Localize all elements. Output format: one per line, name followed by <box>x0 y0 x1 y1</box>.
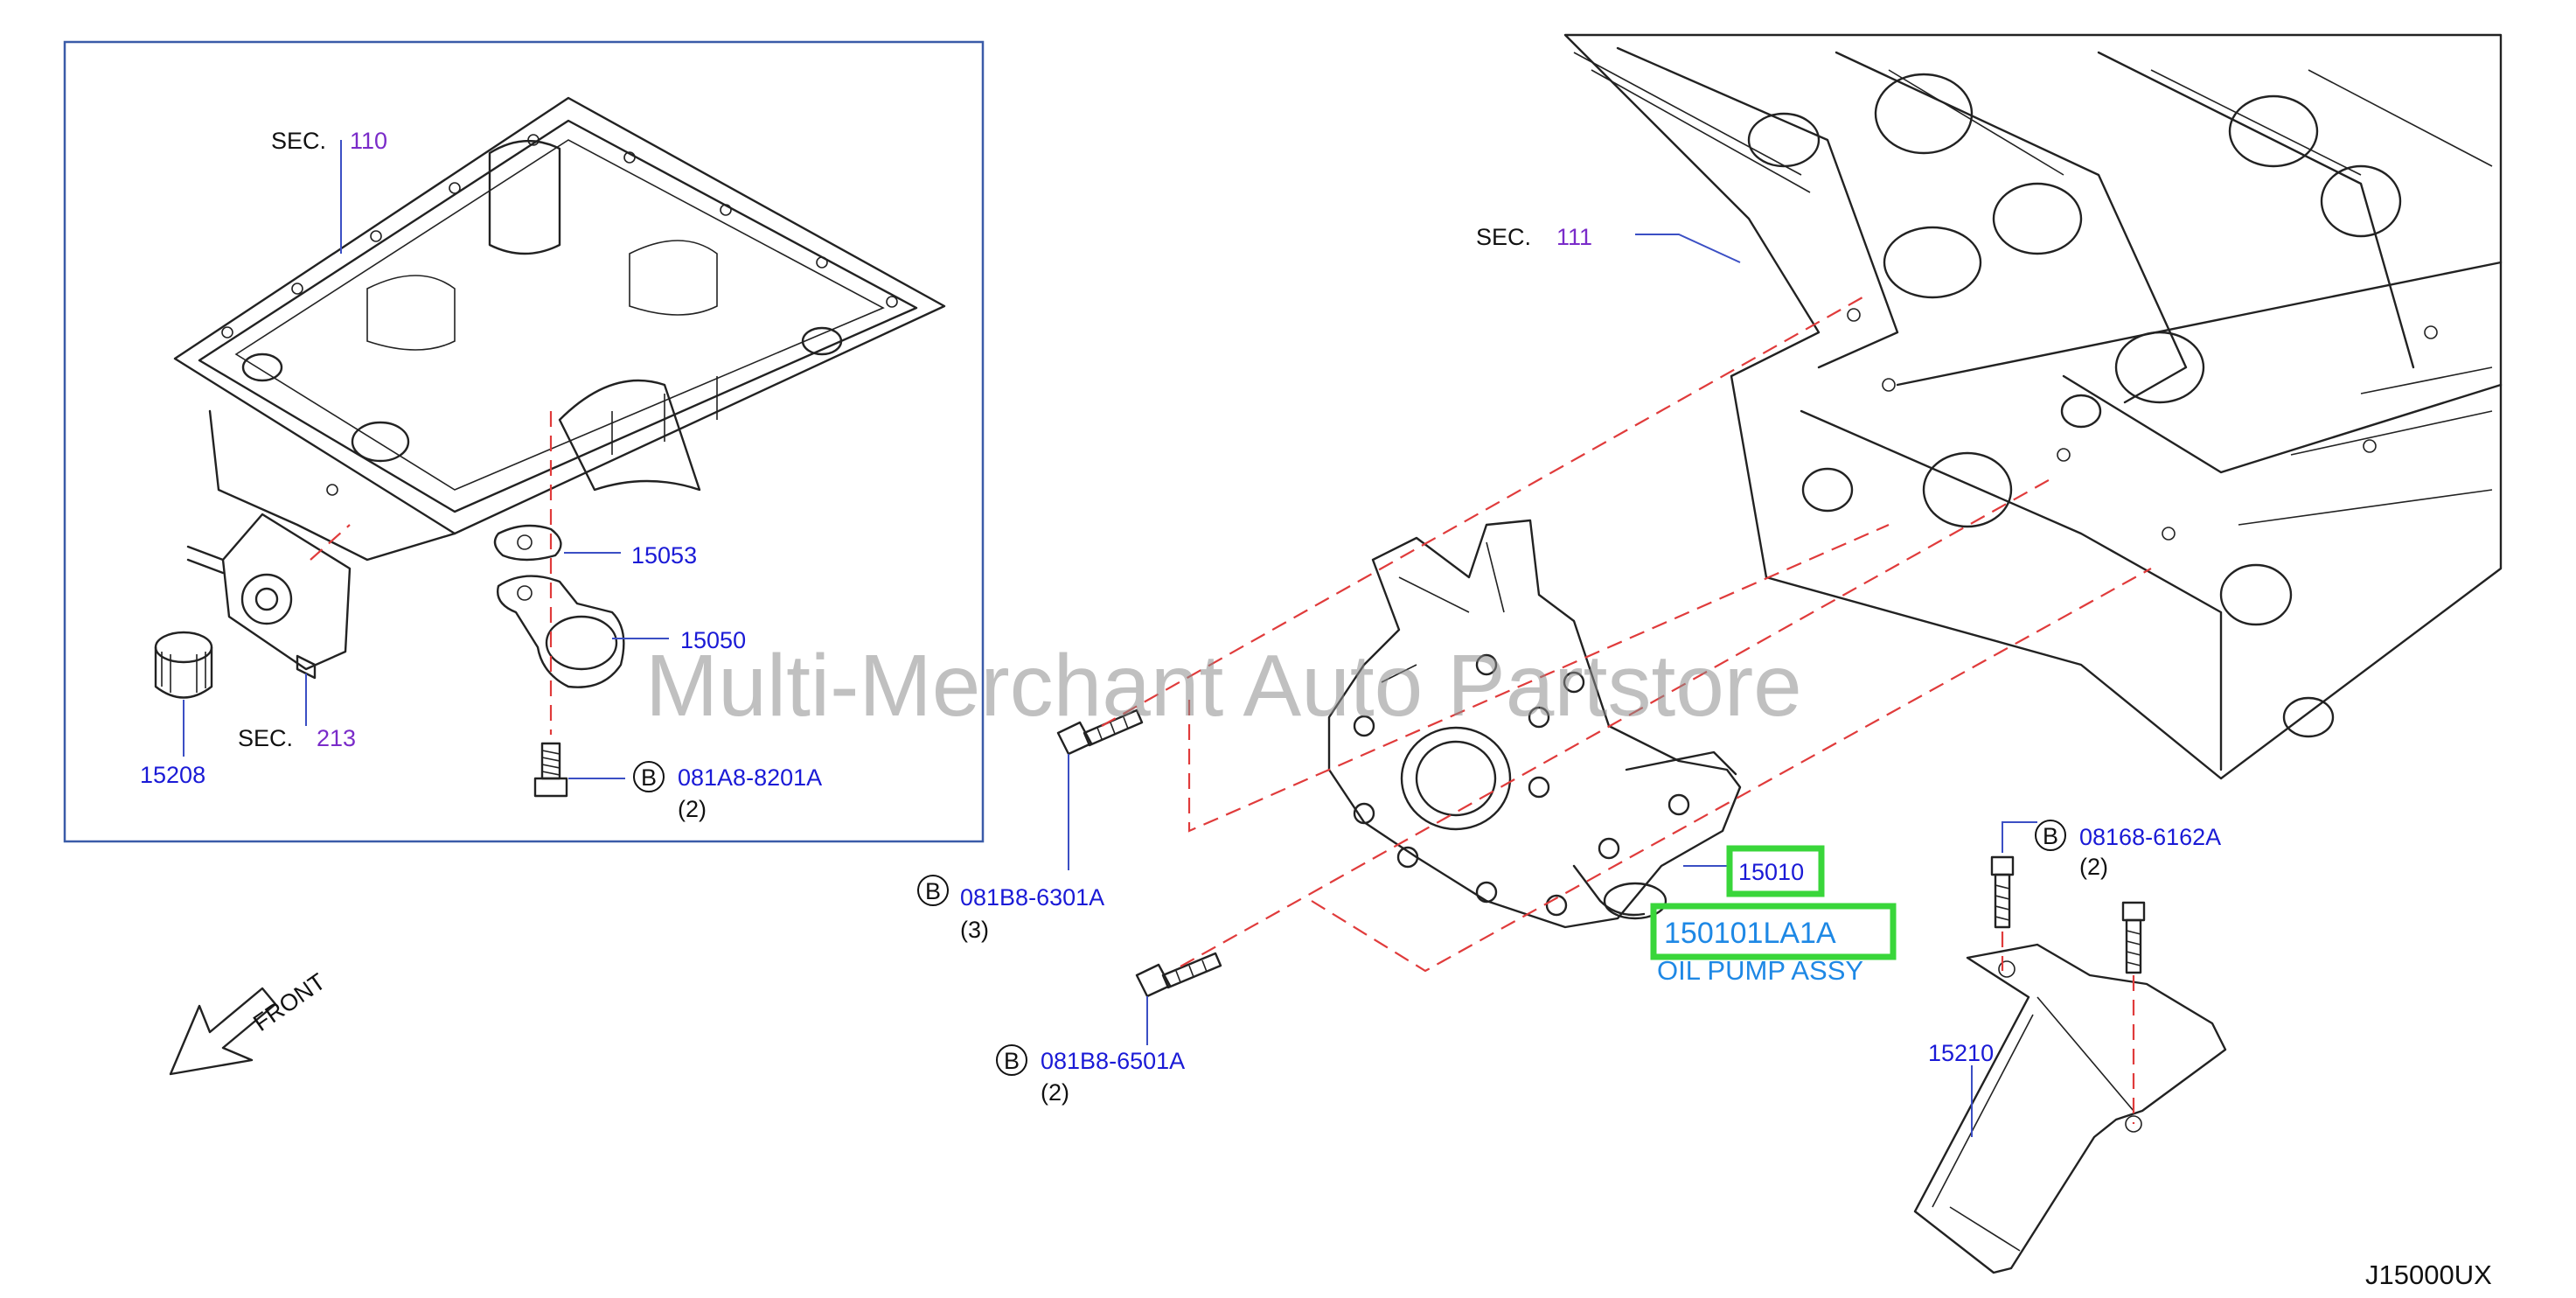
bolt-b2-letter: B <box>925 878 941 904</box>
oil-pump-drawing <box>1327 519 1742 929</box>
sec110-number[interactable]: 110 <box>350 128 387 154</box>
assembly-dashed-lines <box>1101 297 2152 1124</box>
watermark: Multi-Merchant Auto Partstore <box>645 637 1802 735</box>
front-label: FRONT <box>248 968 330 1036</box>
inset-bolt-drawing <box>533 742 568 798</box>
part-15050-label[interactable]: 15050 <box>680 627 746 653</box>
bolt-b4-circle <box>2035 820 2066 851</box>
bolt-b1-letter: B <box>641 764 657 791</box>
bolt-b2-circle <box>917 875 949 906</box>
bolt-b2-quantity: (3) <box>960 917 989 943</box>
sec110-prefix: SEC. <box>271 128 326 154</box>
engine-block-drawing <box>1563 33 2503 780</box>
bolt-b3-quantity: (2) <box>1041 1079 1069 1106</box>
bolt-b4-part-number[interactable]: 08168-6162A <box>2079 824 2221 850</box>
bolt-b3-part-number[interactable]: 081B8-6501A <box>1041 1048 1185 1074</box>
oil-pump-name[interactable]: OIL PUMP ASSY <box>1657 955 1863 986</box>
bolt-b4-letter: B <box>2043 823 2058 849</box>
diagram-code: J15000UX <box>2365 1260 2492 1290</box>
sec213-prefix: SEC. <box>238 725 293 751</box>
oil-filter-drawing <box>154 631 213 699</box>
bolt-b1-part-number[interactable]: 081A8-8201A <box>678 764 822 791</box>
leader-sec111 <box>1635 234 1741 263</box>
bolt-b1-circle <box>633 761 665 792</box>
bolt-b2-drawing <box>1056 708 1144 756</box>
inset-frame <box>63 40 985 843</box>
oil-pan-drawing <box>173 96 946 562</box>
sec111-number[interactable]: 111 <box>1556 224 1592 250</box>
oil-strainer-drawing <box>497 575 625 688</box>
bolt-b1-quantity: (2) <box>678 796 707 822</box>
part-15053-label[interactable]: 15053 <box>631 542 697 569</box>
front-arrow-icon <box>169 987 277 1076</box>
leader-bolt-b4 <box>2002 821 2037 853</box>
gasket-drawing <box>493 524 562 562</box>
bolt-b3-drawing <box>1135 952 1222 998</box>
oil-cooler-drawing <box>186 513 352 680</box>
part-15010-label[interactable]: 15010 <box>1738 859 1804 885</box>
bolt-b2-part-number[interactable]: 081B8-6301A <box>960 884 1104 911</box>
bolt-b3-letter: B <box>1004 1048 1020 1074</box>
bolt-b4b-drawing <box>2121 901 2146 974</box>
bolt-b4-quantity: (2) <box>2079 854 2108 880</box>
inset-dashed-line-2 <box>310 524 351 561</box>
sec213-number[interactable]: 213 <box>317 725 356 751</box>
bolt-b3-circle <box>996 1044 1027 1076</box>
baffle-plate-drawing <box>1913 943 2227 1274</box>
oil-pump-part-number[interactable]: 150101LA1A <box>1664 917 1836 950</box>
part-15010-highlight <box>1726 845 1825 897</box>
part-15208-label[interactable]: 15208 <box>140 762 205 788</box>
part-15210-label[interactable]: 15210 <box>1928 1040 1994 1066</box>
bolt-b4a-drawing <box>1990 855 2015 929</box>
oil-pump-part-highlight <box>1650 903 1897 960</box>
sec111-prefix: SEC. <box>1476 224 1531 250</box>
